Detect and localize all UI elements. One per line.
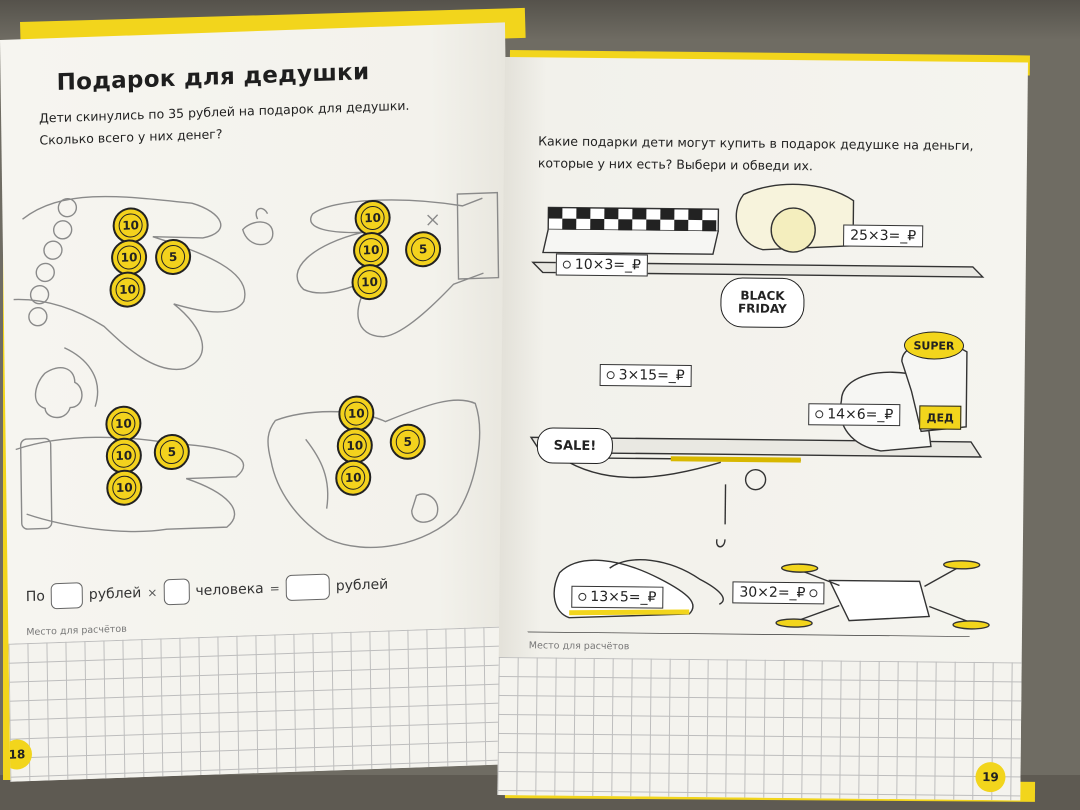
- right-page: Какие подарки дети могут купить в подаро…: [497, 57, 1028, 801]
- calc-area-label: Место для расчётов: [26, 623, 127, 639]
- calc-grid[interactable]: [8, 626, 516, 782]
- label-po: По: [25, 588, 45, 606]
- answer-box-rubles[interactable]: [50, 582, 84, 610]
- answer-box-total[interactable]: [285, 573, 330, 602]
- label-people: человека: [195, 580, 264, 600]
- label-rubles-total: рублей: [335, 576, 389, 595]
- page-number: 19: [975, 761, 1006, 793]
- sale-sticker: SALE!: [536, 427, 614, 465]
- black-friday-sticker: BLACK FRIDAY: [720, 277, 805, 329]
- answer-box-people[interactable]: [163, 578, 190, 606]
- ded-label: ДЕД: [919, 405, 962, 430]
- answer-row: По рублей × человека = рублей: [26, 572, 389, 611]
- task-text-line1: Дети скинулись по 35 рублей на подарок д…: [39, 97, 410, 126]
- task-text-line2: которые у них есть? Выбери и обведи их.: [537, 155, 814, 174]
- price-tag-drone: 30×2=_₽: [732, 581, 825, 605]
- label-rubles: рублей: [88, 585, 142, 603]
- equals-sign: =: [269, 581, 280, 596]
- calc-area-label: Место для расчётов: [528, 640, 630, 653]
- page-title: Подарок для дедушки: [56, 59, 370, 97]
- price-tag-rod: 3×15=_₽: [599, 364, 692, 387]
- price-tag-blanket: 25×3=_₽: [843, 224, 924, 248]
- calc-grid[interactable]: [497, 656, 1022, 801]
- super-logo: SUPER: [903, 331, 965, 360]
- task-text-line1: Какие подарки дети могут купить в подаро…: [538, 133, 974, 153]
- price-tag-shoes: 13×5=_₽: [571, 585, 664, 609]
- left-page: Подарок для дедушки Дети скинулись по 35…: [0, 22, 516, 782]
- times-sign: ×: [147, 585, 158, 600]
- price-tag-chess: 10×3=_₽: [555, 253, 649, 277]
- hands-illustration: [13, 191, 500, 549]
- price-tag-glove: 14×6=_₽: [808, 403, 901, 427]
